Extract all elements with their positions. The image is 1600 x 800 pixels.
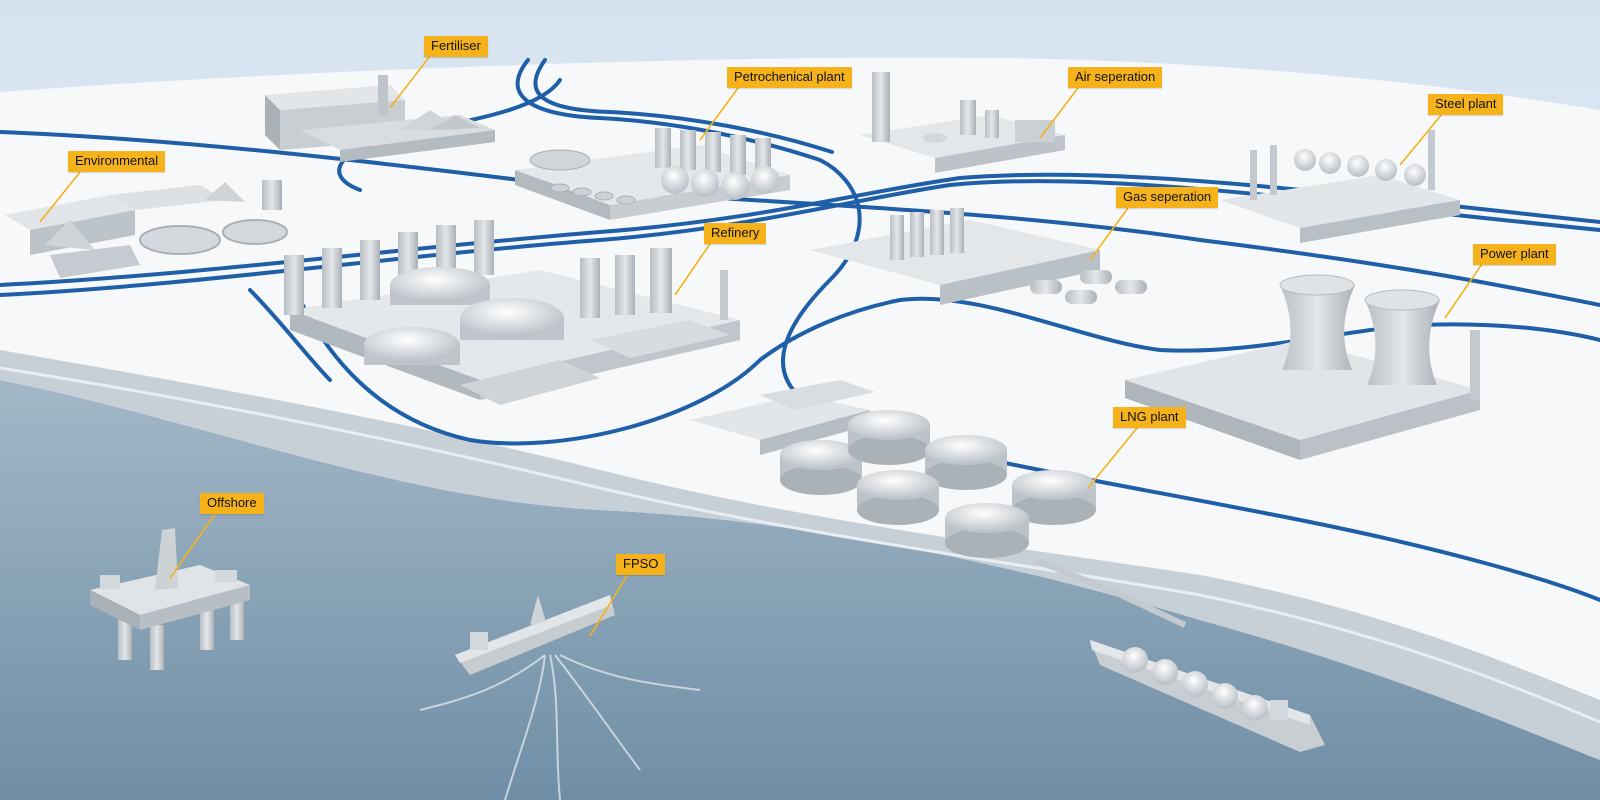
leader-line-fertiliser [389,55,431,109]
label-air-separation: Air seperation [1068,67,1163,88]
label-fpso: FPSO [616,554,666,575]
leader-line-lng [1087,427,1138,489]
land [0,57,1600,700]
steel-plant [1220,130,1460,243]
leader-line-power [1444,263,1483,319]
leader-line-environmental [39,171,81,223]
label-gas-separation: Gas seperation [1116,187,1219,208]
leader-line-gas [1089,207,1129,261]
lng-plant [690,380,1187,628]
label-steel-plant: Steel plant [1428,94,1504,115]
petrochemical-plant [515,128,790,220]
label-environmental: Environmental [68,151,166,172]
power-plant [1125,274,1480,460]
fertiliser-plant [265,75,495,162]
air-separation-plant [860,72,1065,173]
leader-line-fpso [589,573,629,637]
offshore-platform [90,528,250,670]
leader-line-petrochemical [699,87,739,141]
label-refinery: Refinery [704,223,767,244]
label-fertiliser: Fertiliser [424,36,488,57]
label-power-plant: Power plant [1473,244,1556,265]
shore-line [0,366,1600,724]
leader-lines [39,55,1483,637]
leader-line-air [1039,87,1079,139]
environmental-plant [5,180,288,278]
fpso-ship [419,595,701,800]
leader-line-steel [1399,113,1443,166]
lng-carrier-ship [1090,640,1325,752]
label-offshore: Offshore [200,493,264,514]
leader-line-refinery [674,243,711,296]
gas-separation-plant [810,208,1147,305]
shore-edge [0,350,1600,760]
label-lng-plant: LNG plant [1113,407,1186,428]
leader-line-offshore [169,513,216,579]
refinery [284,220,740,405]
label-petrochemical-plant: Petrochenical plant [727,67,852,88]
